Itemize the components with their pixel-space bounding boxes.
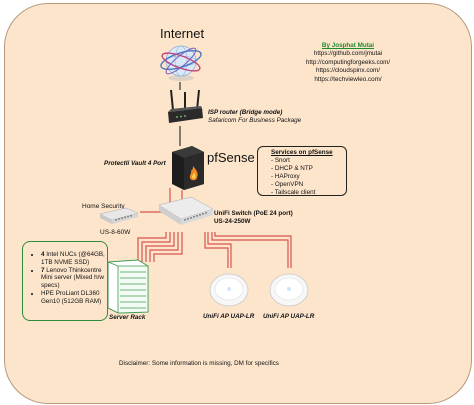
protectli-vault-label: Protectli Vault 4 Port bbox=[104, 160, 166, 167]
server-item: 7 Lenovo Thinkcentre Mini server (Mixed … bbox=[41, 267, 107, 290]
service-item: - OpenVPN bbox=[271, 181, 304, 188]
service-item: - HAProxy bbox=[271, 173, 300, 180]
router-icon bbox=[168, 89, 203, 123]
server-count: 7 bbox=[41, 266, 45, 274]
unifi-switch-label: UniFi Switch (PoE 24 port) US-24-250W bbox=[214, 210, 293, 226]
disclaimer-text: Disclaimer: Some information is missing,… bbox=[119, 360, 279, 367]
services-box: Services on pfSense - Snort - DHCP & NTP… bbox=[257, 146, 347, 196]
unifi-switch-title: UniFi Switch (PoE 24 port) bbox=[214, 210, 293, 217]
unifi-switch-model: US-24-250W bbox=[214, 218, 251, 225]
pfsense-label: pfSense bbox=[207, 150, 255, 165]
server-rack-label: Server Rack bbox=[109, 314, 146, 321]
home-security-model: US-8-60W bbox=[100, 229, 131, 236]
access-point-icon bbox=[209, 273, 249, 307]
server-desc: HPE ProLiant DL360 Gen10 (512GB RAM) bbox=[41, 289, 102, 305]
isp-router-title: ISP router (Bridge mode) bbox=[208, 109, 283, 116]
server-count: 4 bbox=[41, 251, 45, 258]
credit-link-cloudspinx[interactable]: https://cloudspinx.com/ bbox=[315, 67, 381, 75]
isp-router-subtitle: Safaricom For Business Package bbox=[208, 117, 302, 125]
firewall-icon bbox=[172, 146, 204, 190]
credits-block: By Josphat Mutai https://github.com/jmut… bbox=[296, 42, 400, 84]
unifi-switch-icon bbox=[158, 196, 214, 225]
internet-globe-icon bbox=[160, 45, 202, 81]
internet-label: Internet bbox=[160, 26, 205, 41]
poe-switch-small-icon bbox=[99, 207, 139, 224]
access-point-1-label: UniFi AP UAP-LR bbox=[203, 313, 255, 320]
server-rack-icon bbox=[107, 259, 149, 314]
isp-router-label: ISP router (Bridge mode) Safaricom For B… bbox=[208, 109, 301, 126]
author-link[interactable]: By Josphat Mutai bbox=[321, 42, 375, 49]
access-point-icon bbox=[269, 273, 309, 307]
service-item: - Snort bbox=[271, 157, 290, 164]
services-title: Services on pfSense bbox=[271, 149, 333, 156]
credit-link-github[interactable]: https://github.com/jmutai bbox=[313, 50, 383, 58]
credit-link-techviewleo[interactable]: https://techviewleo.com/ bbox=[314, 75, 382, 83]
home-security-label: Home Security bbox=[82, 203, 125, 210]
credit-link-computingforgeeks[interactable]: http://computingforgeeks.com/ bbox=[305, 58, 391, 66]
server-desc: Lenovo Thinkcentre Mini server (Mixed h/… bbox=[41, 266, 104, 290]
server-item: HPE ProLiant DL360 Gen10 (512GB RAM) bbox=[41, 290, 107, 306]
server-desc: Intel NUCs (@64GB, 1TB NVME SSD) bbox=[41, 251, 105, 266]
server-item: 4 Intel NUCs (@64GB, 1TB NVME SSD) bbox=[41, 251, 107, 267]
diagram-canvas bbox=[4, 3, 472, 404]
servers-box: 4 Intel NUCs (@64GB, 1TB NVME SSD) 7 Len… bbox=[22, 241, 108, 321]
access-point-2-label: UniFi AP UAP-LR bbox=[263, 313, 315, 320]
service-item: - DHCP & NTP bbox=[271, 165, 313, 172]
service-item: - Tailscale client bbox=[271, 189, 316, 196]
